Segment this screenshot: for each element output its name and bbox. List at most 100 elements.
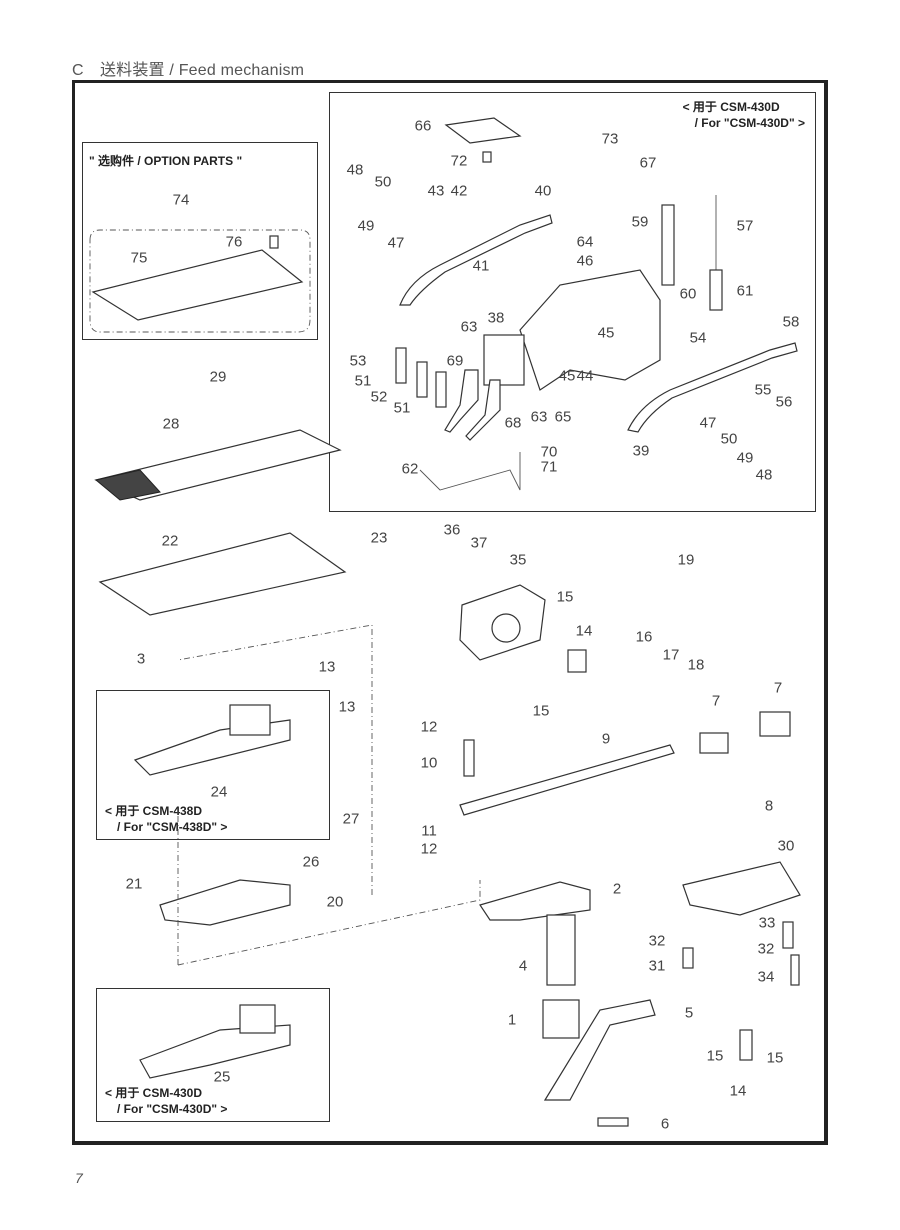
callout-49: 49 bbox=[357, 217, 375, 235]
callout-47: 47 bbox=[387, 234, 405, 252]
model-label-line2: / For "CSM-430D" > bbox=[694, 116, 805, 130]
callout-27: 27 bbox=[342, 810, 360, 828]
part-66-plate bbox=[444, 117, 522, 144]
part-51-link bbox=[435, 371, 447, 408]
part-5-lever bbox=[543, 999, 656, 1101]
part-38-bracket bbox=[483, 334, 525, 386]
callout-21: 21 bbox=[125, 875, 143, 893]
section-title: C 送料装置 / Feed mechanism bbox=[72, 62, 305, 79]
part-51-link bbox=[395, 347, 407, 384]
callout-67: 67 bbox=[639, 154, 657, 172]
part-28-dark-area bbox=[94, 469, 161, 501]
callout-17: 17 bbox=[662, 646, 680, 664]
callout-74: 74 bbox=[172, 191, 190, 209]
callout-28: 28 bbox=[162, 415, 180, 433]
callout-29: 29 bbox=[209, 368, 227, 386]
callout-12: 12 bbox=[420, 840, 438, 858]
csm430d-bottom-box: < 用于 CSM-430D / For "CSM-430D" > bbox=[96, 988, 330, 1122]
callout-30: 30 bbox=[777, 837, 795, 855]
option-parts-title: " 选购件 / OPTION PARTS " bbox=[89, 154, 243, 168]
callout-23: 23 bbox=[370, 529, 388, 547]
part-34-screw bbox=[790, 954, 800, 986]
callout-47: 47 bbox=[699, 414, 717, 432]
part-30-plate bbox=[682, 861, 801, 916]
callout-18: 18 bbox=[687, 656, 705, 674]
callout-16: 16 bbox=[635, 628, 653, 646]
callout-42: 42 bbox=[450, 182, 468, 200]
part-40-arm bbox=[399, 214, 553, 306]
callout-72: 72 bbox=[450, 152, 468, 170]
csm430d-bottom-label: < 用于 CSM-430D / For "CSM-430D" > bbox=[105, 1085, 227, 1117]
callout-51: 51 bbox=[393, 399, 411, 417]
connector-line bbox=[177, 810, 481, 966]
callout-32: 32 bbox=[648, 932, 666, 950]
callout-43: 43 bbox=[427, 182, 445, 200]
part-59-spring bbox=[661, 204, 675, 286]
callout-48: 48 bbox=[346, 161, 364, 179]
callout-64: 64 bbox=[576, 233, 594, 251]
callout-26: 26 bbox=[302, 853, 320, 871]
callout-2: 2 bbox=[612, 880, 622, 898]
callout-37: 37 bbox=[470, 534, 488, 552]
model-label-line2: / For "CSM-430D" > bbox=[117, 1102, 228, 1116]
callout-76: 76 bbox=[225, 233, 243, 251]
csm438d-box: < 用于 CSM-438D / For "CSM-438D" > bbox=[96, 690, 330, 840]
part-14-gear bbox=[567, 649, 587, 673]
callout-66: 66 bbox=[414, 117, 432, 135]
callout-49: 49 bbox=[736, 449, 754, 467]
callout-63: 63 bbox=[460, 318, 478, 336]
callout-50: 50 bbox=[720, 430, 738, 448]
callout-59: 59 bbox=[631, 213, 649, 231]
callout-13: 13 bbox=[338, 698, 356, 716]
part-35-hole bbox=[491, 613, 521, 643]
part-76-screw bbox=[269, 235, 279, 249]
part-6-screw bbox=[597, 1117, 629, 1127]
callout-7: 7 bbox=[773, 679, 783, 697]
callout-31: 31 bbox=[648, 957, 666, 975]
csm430d-top-box: < 用于 CSM-430D / For "CSM-430D" > bbox=[329, 92, 816, 512]
part-33-spacer bbox=[782, 921, 794, 949]
callout-68: 68 bbox=[504, 414, 522, 432]
callout-58: 58 bbox=[782, 313, 800, 331]
part-38-frame bbox=[519, 269, 661, 391]
connector-line bbox=[177, 624, 373, 895]
option-parts-box: " 选购件 / OPTION PARTS " bbox=[82, 142, 318, 340]
callout-34: 34 bbox=[757, 968, 775, 986]
callout-20: 20 bbox=[326, 893, 344, 911]
callout-19: 19 bbox=[677, 551, 695, 569]
page-number: 7 bbox=[75, 1170, 83, 1186]
diagram-frame bbox=[72, 80, 828, 1145]
callout-35: 35 bbox=[509, 551, 527, 569]
callout-33: 33 bbox=[758, 914, 776, 932]
callout-15: 15 bbox=[532, 702, 550, 720]
callout-54: 54 bbox=[689, 329, 707, 347]
option-group-outline bbox=[89, 229, 311, 333]
callout-50: 50 bbox=[374, 173, 392, 191]
callout-3: 3 bbox=[136, 650, 146, 668]
model-label-line1: < 用于 CSM-430D bbox=[682, 100, 780, 114]
callout-73: 73 bbox=[601, 130, 619, 148]
callout-60: 60 bbox=[679, 285, 697, 303]
callout-6: 6 bbox=[660, 1115, 670, 1133]
csm438d-label: < 用于 CSM-438D / For "CSM-438D" > bbox=[105, 803, 227, 835]
callout-12: 12 bbox=[420, 718, 438, 736]
callout-51: 51 bbox=[354, 372, 372, 390]
callout-38: 38 bbox=[487, 309, 505, 327]
callout-1: 1 bbox=[507, 1011, 517, 1029]
callout-65: 65 bbox=[554, 408, 572, 426]
callout-46: 46 bbox=[576, 252, 594, 270]
callout-14: 14 bbox=[729, 1082, 747, 1100]
part-61-pin bbox=[709, 269, 723, 311]
callout-48: 48 bbox=[755, 466, 773, 484]
part-9-shaft bbox=[459, 744, 675, 816]
part-25-block bbox=[239, 1004, 276, 1034]
part-31-screw bbox=[682, 947, 694, 969]
part-52-link bbox=[416, 361, 428, 398]
callout-7: 7 bbox=[711, 692, 721, 710]
callout-75: 75 bbox=[130, 249, 148, 267]
callout-41: 41 bbox=[472, 257, 490, 275]
callout-10: 10 bbox=[420, 754, 438, 772]
callout-24: 24 bbox=[210, 783, 228, 801]
callout-69: 69 bbox=[446, 352, 464, 370]
